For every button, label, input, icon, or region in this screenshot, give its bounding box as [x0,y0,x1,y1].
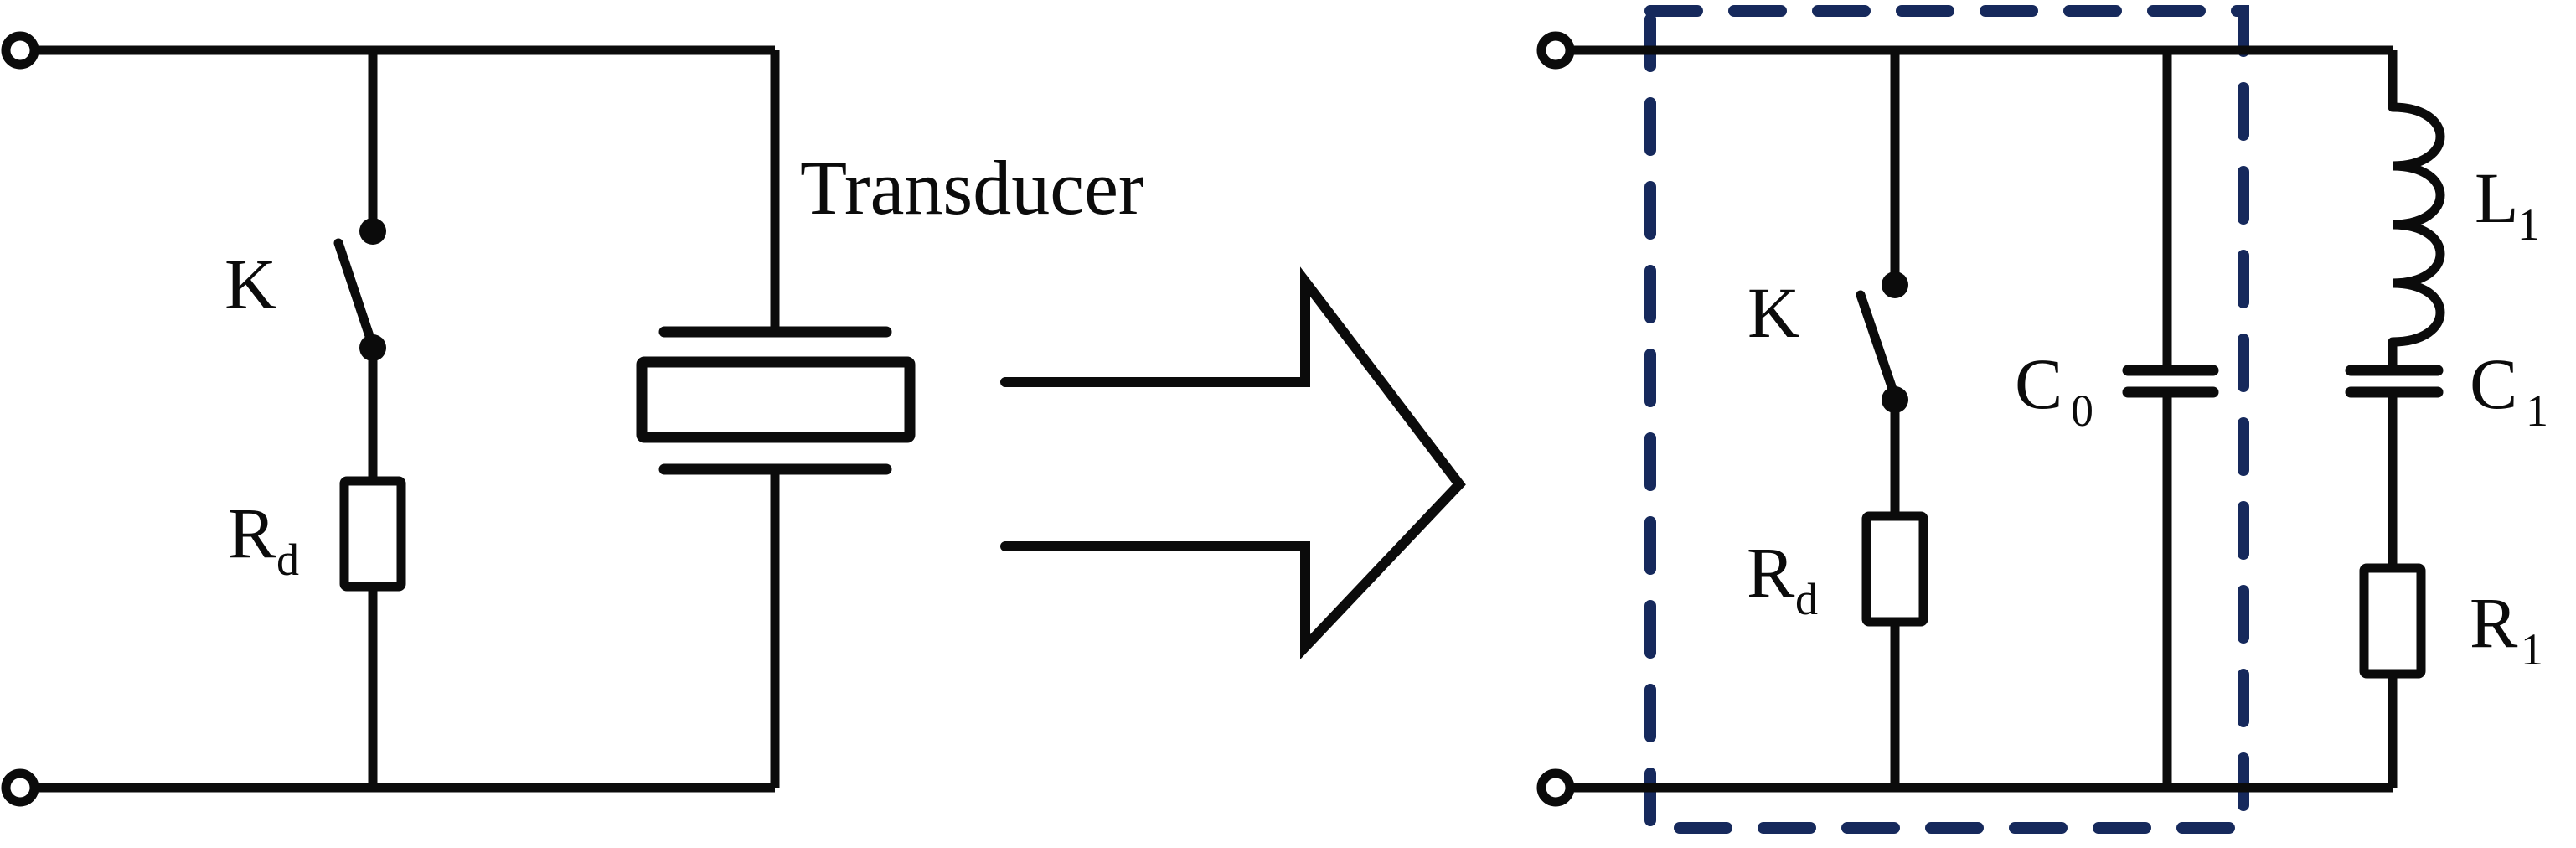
equivalence-arrow-icon [1000,266,1466,660]
static-capacitance-label: C [2015,344,2062,424]
driver-network-dashed-boundary [1644,5,2249,834]
right-switch-blade [1856,290,1899,399]
top-right-terminal-icon [1536,31,1575,70]
left-switch-blade [333,238,377,349]
left-switch-upper-contact-icon [359,218,386,245]
transducer-crystal-body [636,356,916,443]
left-switch-lower-contact-icon [359,334,386,361]
bottom-left-terminal-icon [1,768,39,807]
bottom-right-terminal-icon [1536,768,1575,807]
left-damping-resistor-body [339,476,406,592]
right-circuit-group: K R d C 0 L 1 C 1 R 1 [1536,5,2548,834]
inductance-label: L [2475,158,2519,238]
right-switch-upper-contact-icon [1882,271,1908,298]
top-left-terminal-icon [1,31,39,70]
motional-capacitance-sublabel: 1 [2526,385,2548,436]
motional-resistor-body [2359,563,2426,679]
right-damping-resistor-body [1861,511,1928,627]
right-switch-label: K [1747,272,1799,353]
inductor-L1-icon [2388,102,2445,347]
right-damping-resistor-sublabel: d [1795,574,1818,624]
left-circuit-group: K R d Transducer [1,31,1144,807]
equivalence-arrow-group [1000,266,1466,660]
left-damping-resistor-label: R [228,493,276,573]
right-switch-lower-contact-icon [1882,386,1908,413]
left-switch-label: K [225,244,276,324]
motional-capacitance-label: C [2470,344,2517,424]
right-damping-resistor-label: R [1747,532,1795,613]
left-damping-resistor-sublabel: d [276,535,299,585]
static-capacitance-sublabel: 0 [2071,385,2093,436]
inductance-sublabel: 1 [2517,199,2540,250]
motional-resistance-sublabel: 1 [2521,624,2543,675]
motional-resistance-label: R [2470,582,2518,663]
transducer-label: Transducer [800,145,1144,230]
